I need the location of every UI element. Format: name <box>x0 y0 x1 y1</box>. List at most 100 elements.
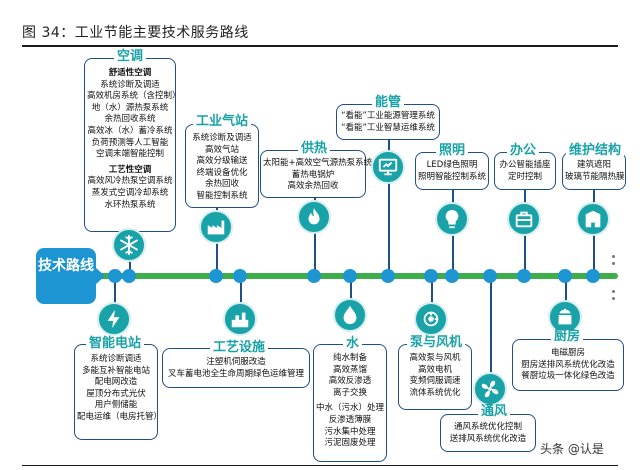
top-rule <box>22 45 618 47</box>
energy-mgmt-line: “看能”工业智慧运维系统 <box>341 122 435 133</box>
box-kitchen: 电磁厨房 厨房送排风系统优化改造 餐厨垃圾一体化绿色改造 <box>512 339 624 391</box>
gas-line: 智能控制系统 <box>196 190 248 201</box>
box-heating: 太阳能+高效空气源热泵系统 蓄热电锅炉 高效余热回收 <box>260 150 372 198</box>
track-end-dot <box>612 290 615 293</box>
track-node <box>558 269 572 283</box>
hvac-line: 负荷预测等人工智能 <box>91 137 169 148</box>
hvac-line: 工艺性空调 <box>108 164 152 175</box>
track-node <box>483 269 497 283</box>
envelope-line: 建筑遮阳 <box>576 160 611 170</box>
hvac-line: 水环热泵系统 <box>104 199 156 210</box>
water-drop-icon <box>343 305 357 325</box>
track-node <box>381 269 395 283</box>
figure-title: 图 34：工业节能主要技术服务路线 <box>22 25 249 41</box>
smart-power-title: 智能电站 <box>86 337 145 351</box>
office-line: 定时控制 <box>507 171 542 182</box>
hvac-line: 蒸发式空调冷却系统 <box>91 187 169 198</box>
ventilation-line: 送排风系统优化改造 <box>449 433 527 444</box>
lighting-title: 照明 <box>436 144 469 158</box>
process-line: 注塑机伺服改造 <box>206 357 266 367</box>
lighting-line: LED绿色照明 <box>426 160 478 170</box>
technology-route-label: 技术路线 <box>36 248 105 304</box>
pump-icon <box>423 311 439 327</box>
box-hvac: 舒适性空调 系统诊断及调适 高效机房系统（含控制） 地（水）源热泵系统 余热回收… <box>84 58 181 232</box>
energy-management-icon-circle <box>371 150 405 184</box>
smart-power-line: 用户侧储能 <box>94 400 138 411</box>
smart-power-line: 配电运维（电房托管） <box>77 411 163 422</box>
water-line: 高效反渗透 <box>328 376 372 387</box>
hvac-title: 空调 <box>114 50 147 64</box>
gas-line: 高效气站 <box>204 144 239 155</box>
connector-line <box>388 140 390 278</box>
gas-line: 高效分级输送 <box>196 156 248 167</box>
envelope-icon-circle <box>576 202 610 236</box>
energy-monitor-icon <box>378 158 398 176</box>
smart-power-line: 多能互补智能电站 <box>81 365 150 376</box>
ventilation-title: 通风 <box>478 405 511 419</box>
envelope-line: 玻璃节能隔热膜 <box>565 171 625 182</box>
factory-icon <box>207 220 225 235</box>
pumps-fans-line: 高效泵与风机 <box>409 353 461 363</box>
track-node <box>108 269 122 283</box>
water-icon-circle <box>333 298 367 332</box>
hvac-line: 高效风冷热泵空调系统 <box>87 176 173 187</box>
track-node <box>424 269 438 283</box>
gas-line: 终端设备优化 <box>196 167 248 178</box>
energy-management-title: 能管 <box>372 96 405 110</box>
watermark: 头条 @认是 <box>540 442 604 456</box>
kitchen-line: 电磁厨房 <box>550 348 585 358</box>
heating-line: 蓄热电锅炉 <box>291 169 335 180</box>
energy-mgmt-line: “看能”工业能源管理系统 <box>341 111 435 121</box>
hvac-line: 余热回收系统 <box>104 114 156 125</box>
office-icon-circle <box>507 202 541 236</box>
box-ventilation: 通风系统优化控制 送排风系统优化改造 <box>440 414 536 452</box>
gas-line: 系统诊断及调适 <box>192 133 252 143</box>
track-end-dot <box>612 297 615 300</box>
flame-icon <box>308 207 320 225</box>
office-line: 办公智能插座 <box>499 160 551 170</box>
box-smart-power: 系统诊断调适 多能互补智能电站 配电网改造 屋顶分布式光伏 用户侧储能 配电运维… <box>74 344 163 440</box>
gas-line: 余热回收 <box>204 179 239 190</box>
snowflake-icon <box>120 234 138 256</box>
hvac-icon-circle <box>112 228 146 262</box>
pumps-fans-icon-circle <box>414 302 448 336</box>
connector-line <box>314 195 316 278</box>
pumps-fans-title: 泵与风机 <box>407 336 466 350</box>
water-line: 反渗透薄膜 <box>328 414 372 425</box>
water-line: 中水（污水）处理 <box>316 403 385 414</box>
hvac-line: 高效冰（水）蓄冷系统 <box>87 125 173 136</box>
box-industrial-gas: 系统诊断及调适 高效气站 高效分级输送 终端设备优化 余热回收 智能控制系统 <box>185 124 259 208</box>
track-node <box>517 269 531 283</box>
kitchen-line: 餐厨垃圾一体化绿色改造 <box>521 371 615 382</box>
smart-power-icon-circle <box>97 302 131 336</box>
hvac-line: 舒适性空调 <box>108 68 152 78</box>
light-bulb-icon <box>445 209 459 229</box>
water-line: 污水集中处理 <box>324 426 376 437</box>
connector-line <box>490 278 492 392</box>
water-line: 离子交换 <box>332 387 367 398</box>
process-icon-circle <box>223 302 257 336</box>
office-tools-icon <box>515 211 533 228</box>
smart-power-line: 配电网改造 <box>94 377 138 388</box>
building-icon <box>585 210 601 228</box>
box-pumps-fans: 高效泵与风机 高效电机 变频伺服调速 流体系统优化 <box>398 344 472 410</box>
power-station-icon <box>107 309 120 329</box>
office-title: 办公 <box>507 144 540 158</box>
pumps-fans-line: 变频伺服调速 <box>409 376 461 387</box>
process-line: 叉车蓄电池全生命周期绿色运维管理 <box>167 368 304 379</box>
pumps-fans-line: 高效电机 <box>417 364 452 375</box>
box-energy-management: “看能”工业能源管理系统 “看能”工业智慧运维系统 <box>336 104 440 140</box>
smart-power-line: 系统诊断调适 <box>90 354 142 364</box>
smart-power-line: 屋顶分布式光伏 <box>86 388 146 399</box>
ventilation-line: 通风系统优化控制 <box>453 422 522 432</box>
box-envelope: 建筑遮阳 玻璃节能隔热膜 <box>562 152 626 190</box>
fan-icon <box>481 380 499 398</box>
process-title: 工艺设施 <box>210 341 269 355</box>
track-node <box>307 269 321 283</box>
water-line: 纯水制备 <box>332 353 367 363</box>
track-node <box>209 269 223 283</box>
kitchen-title: 厨房 <box>551 330 584 344</box>
ventilation-icon-circle <box>473 372 507 406</box>
hvac-line: 空调末端智能控制 <box>95 149 164 160</box>
lighting-icon-circle <box>435 202 469 236</box>
